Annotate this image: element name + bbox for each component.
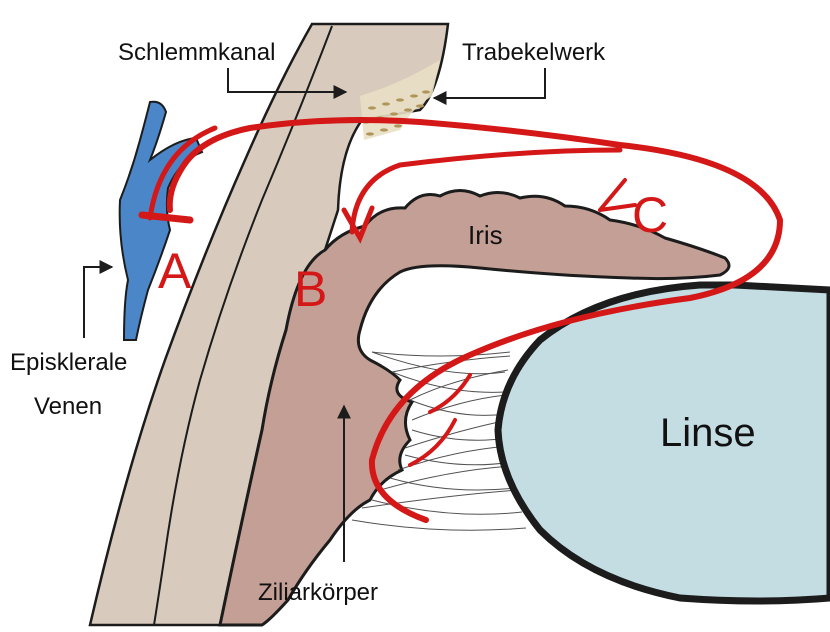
pathway-letter-a: A bbox=[158, 243, 192, 299]
episklerale-label: Episklerale bbox=[10, 349, 127, 376]
ziliarkoerper-label: Ziliarkörper bbox=[258, 579, 378, 606]
linse-label: Linse bbox=[660, 411, 756, 455]
flow-pathway-c-head bbox=[600, 180, 635, 210]
trabekelwerk-label: Trabekelwerk bbox=[462, 39, 606, 66]
pathway-letter-c: C bbox=[632, 187, 668, 243]
venen-label: Venen bbox=[34, 393, 102, 420]
trabekelwerk-pointer bbox=[434, 68, 545, 98]
iris-label: Iris bbox=[468, 220, 503, 250]
schlemmkanal-label: Schlemmkanal bbox=[118, 39, 275, 66]
pathway-letter-b: B bbox=[294, 261, 327, 317]
episklerale-venen-pointer bbox=[84, 267, 112, 338]
flow-pathway-a-head bbox=[142, 215, 190, 220]
